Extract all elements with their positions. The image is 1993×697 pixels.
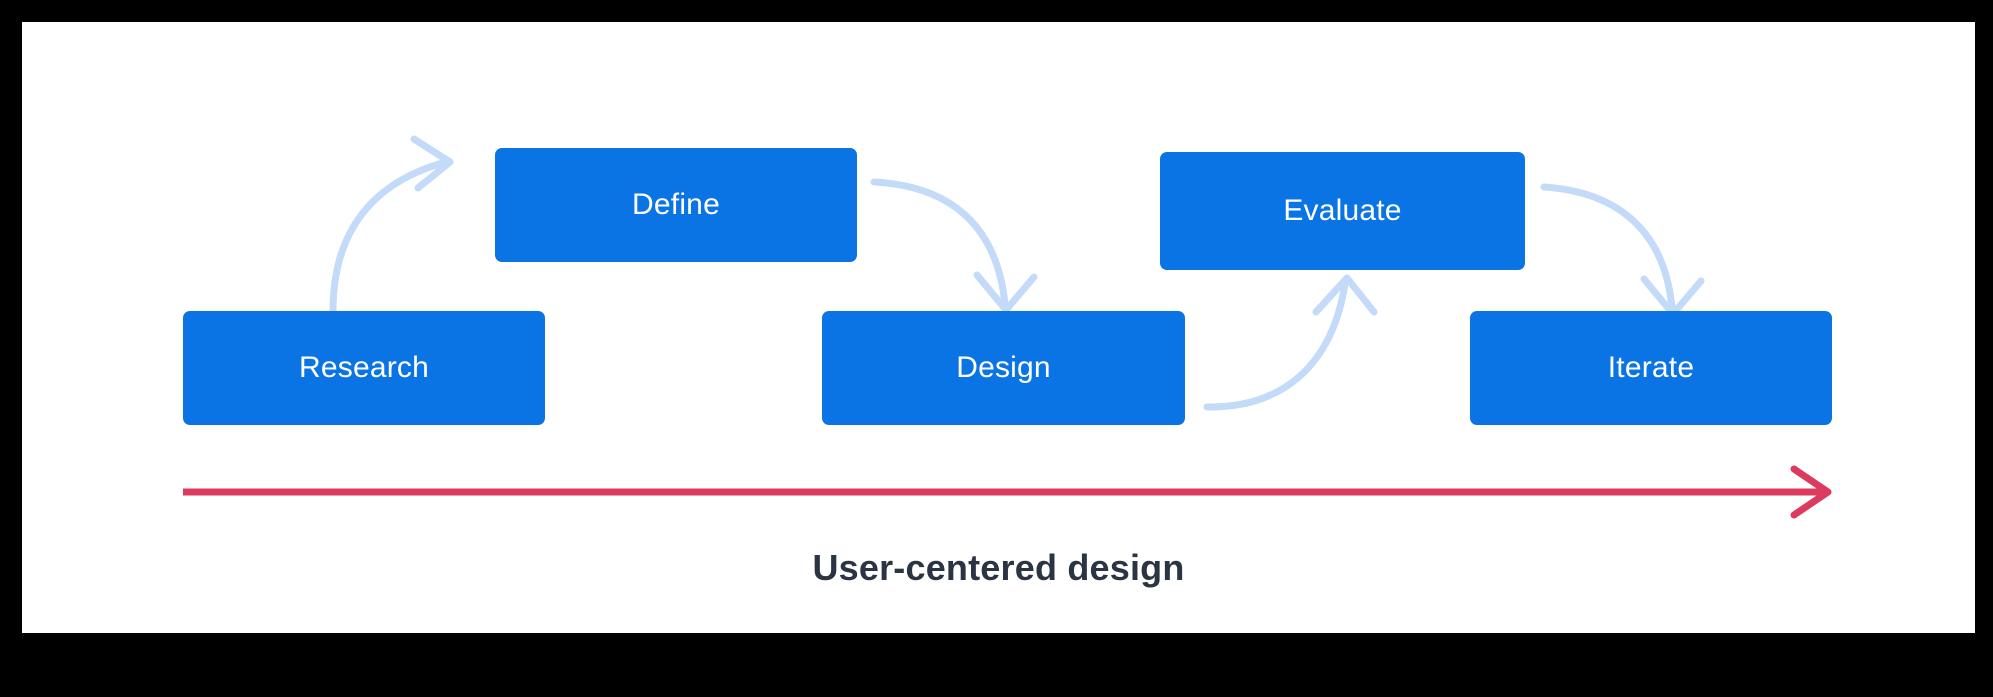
stage-label-define: Define	[632, 188, 720, 221]
stage-box-evaluate[interactable]: Evaluate	[1160, 152, 1525, 270]
stage-box-define[interactable]: Define	[495, 148, 857, 262]
diagram-canvas: Research Define Design Evaluate Iterate …	[22, 22, 1975, 633]
progress-arrow-icon	[183, 465, 1832, 519]
stage-label-iterate: Iterate	[1607, 351, 1695, 384]
connector-evaluate-to-iterate-icon	[1540, 183, 1705, 318]
diagram-caption: User-centered design	[812, 547, 1185, 588]
stage-label-evaluate: Evaluate	[1283, 194, 1402, 227]
stage-box-iterate[interactable]: Iterate	[1470, 311, 1832, 425]
connector-design-to-evaluate-icon	[1203, 274, 1378, 411]
connector-define-to-design-icon	[870, 178, 1038, 314]
stage-box-research[interactable]: Research	[183, 311, 545, 425]
connector-research-to-define-icon	[329, 135, 454, 315]
stage-box-design[interactable]: Design	[822, 311, 1185, 425]
stage-label-design: Design	[956, 351, 1051, 384]
stage-label-research: Research	[299, 351, 429, 384]
